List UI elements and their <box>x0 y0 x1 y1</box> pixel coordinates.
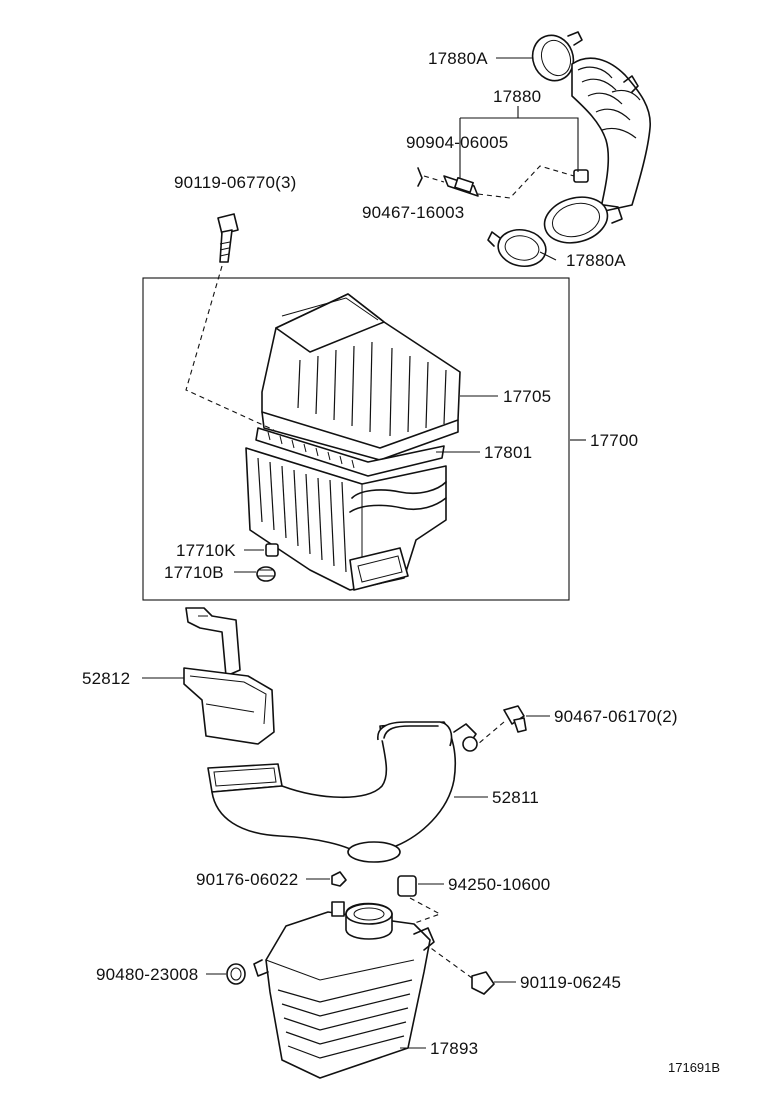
air-inlet-52812 <box>183 607 275 745</box>
bolt-90119-06245 <box>471 971 495 995</box>
label-17710K: 17710K <box>176 541 236 560</box>
air-cleaner-case <box>245 447 447 591</box>
label-90480-23008: 90480-23008 <box>96 965 198 984</box>
label-17880A-bottom: 17880A <box>566 251 626 270</box>
grommet-90480-23008 <box>226 963 246 985</box>
label-52812: 52812 <box>82 669 130 688</box>
part-17710B <box>256 566 276 582</box>
hose-clip <box>417 167 423 187</box>
nut-94250-10600 <box>397 875 417 897</box>
bolt-90467-06170 <box>503 705 527 733</box>
label-90904-06005: 90904-06005 <box>406 133 508 152</box>
hose-clamp-bottom <box>487 228 547 268</box>
diagram-id: 171691B <box>668 1060 720 1075</box>
assembly-box-17700 <box>142 277 570 601</box>
label-17700: 17700 <box>590 431 638 450</box>
part-17710K <box>265 543 279 557</box>
label-90467-06170: 90467-06170(2) <box>554 707 678 726</box>
intake-hose-17880 <box>531 31 651 244</box>
label-90467-16003: 90467-16003 <box>362 203 464 222</box>
intake-duct-52811 <box>207 721 478 863</box>
label-90176-06022: 90176-06022 <box>196 870 298 889</box>
air-filter-element-17801 <box>255 427 445 477</box>
label-52811: 52811 <box>492 788 539 807</box>
label-17710B: 17710B <box>164 563 224 582</box>
label-90119-06770: 90119-06770(3) <box>174 173 297 192</box>
label-17893: 17893 <box>430 1039 478 1058</box>
air-cleaner-cap-17705 <box>261 293 461 461</box>
bolt-90119-06770 <box>217 213 239 263</box>
label-94250-10600: 94250-10600 <box>448 875 550 894</box>
resonator-17893 <box>253 901 435 1079</box>
label-90119-06245: 90119-06245 <box>520 973 621 992</box>
label-17880A-top: 17880A <box>428 49 488 68</box>
clip-90176-06022 <box>331 871 347 887</box>
label-17880: 17880 <box>493 87 541 106</box>
label-17801: 17801 <box>484 443 532 462</box>
vacuum-valve <box>443 175 479 197</box>
label-17705: 17705 <box>503 387 551 406</box>
hose-clamp-top <box>531 31 583 82</box>
